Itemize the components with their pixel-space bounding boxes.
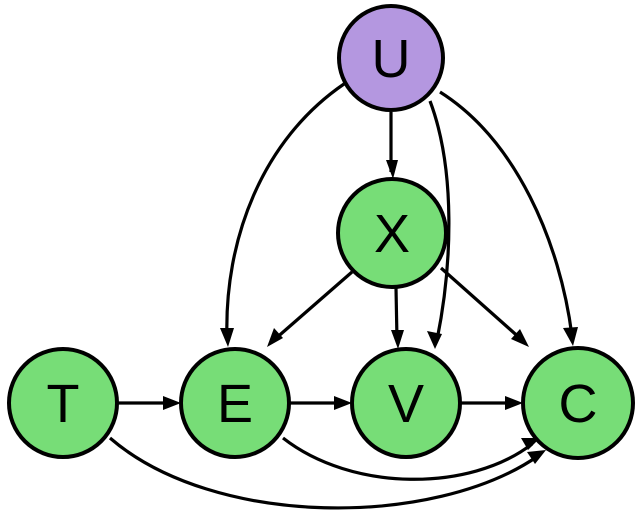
node-u[interactable]: U: [337, 4, 445, 112]
node-t[interactable]: T: [7, 347, 119, 459]
arrowhead-icon: [267, 328, 283, 347]
arrowhead-icon: [427, 331, 442, 349]
edge-line: [272, 270, 354, 342]
node-label-e: E: [217, 374, 253, 434]
edge-u-to-v: [427, 100, 451, 349]
edge-e-to-v: [290, 396, 352, 410]
node-circle-v[interactable]: [350, 347, 462, 459]
node-label-v: V: [388, 374, 424, 434]
edges-layer: [108, 82, 578, 510]
node-label-t: T: [47, 374, 80, 434]
node-v[interactable]: V: [350, 347, 462, 459]
arrowhead-icon: [511, 329, 529, 347]
edge-t-to-e: [118, 396, 181, 410]
edge-line: [282, 436, 533, 481]
node-c[interactable]: C: [521, 346, 635, 460]
edge-t-to-c: [108, 436, 546, 510]
node-circle-u[interactable]: [337, 4, 445, 112]
node-circle-x[interactable]: [336, 177, 448, 289]
arrowhead-icon: [386, 160, 398, 179]
edge-v-to-c: [460, 396, 523, 410]
nodes-layer: U X T E V C: [7, 4, 635, 460]
edge-u-to-c: [439, 90, 578, 346]
arrowhead-icon: [163, 396, 181, 410]
node-label-c: C: [559, 374, 598, 434]
arrowhead-icon: [527, 450, 546, 464]
edge-x-to-e: [267, 270, 354, 347]
edge-line: [225, 82, 345, 339]
edge-u-to-x: [386, 112, 398, 179]
edge-e-to-c: [282, 436, 540, 481]
arrowhead-icon: [334, 396, 352, 410]
arrowhead-icon: [220, 328, 234, 347]
arrowhead-icon: [563, 327, 578, 346]
edge-x-to-v: [391, 287, 404, 349]
node-label-x: X: [374, 204, 410, 264]
edge-x-to-c: [439, 266, 529, 347]
arrowhead-icon: [521, 438, 540, 450]
node-e[interactable]: E: [179, 347, 291, 459]
node-x[interactable]: X: [336, 177, 448, 289]
node-circle-t[interactable]: [7, 347, 119, 459]
node-circle-e[interactable]: [179, 347, 291, 459]
arrowhead-icon: [391, 330, 404, 349]
edge-u-to-e: [220, 82, 345, 347]
edge-line: [428, 100, 451, 341]
edge-line: [108, 436, 539, 510]
edge-line: [439, 90, 574, 337]
node-circle-c[interactable]: [521, 346, 635, 460]
arrowhead-icon: [505, 396, 523, 410]
node-label-u: U: [372, 29, 411, 89]
edge-line: [439, 266, 524, 342]
